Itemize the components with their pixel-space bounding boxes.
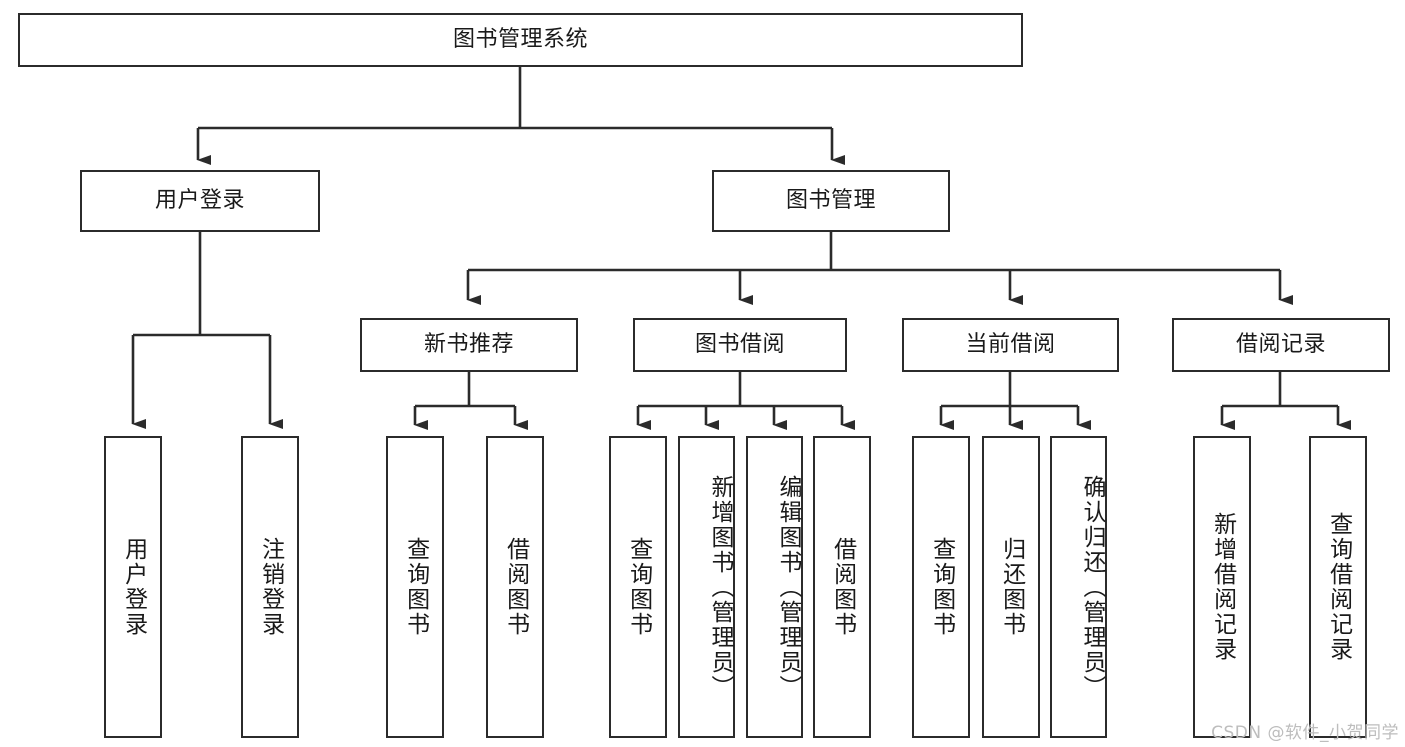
node-borrow-record[interactable]: 借阅记录 bbox=[1172, 318, 1390, 372]
leaf-query-book-1-label: 查询图书 bbox=[402, 537, 429, 637]
node-new-book-recommend-label: 新书推荐 bbox=[423, 332, 514, 358]
node-book-borrow-label: 图书借阅 bbox=[694, 332, 785, 358]
leaf-return-book[interactable]: 归还图书 bbox=[982, 436, 1040, 738]
leaf-add-record-label: 新增借阅记录 bbox=[1209, 512, 1236, 662]
leaf-add-record[interactable]: 新增借阅记录 bbox=[1193, 436, 1251, 738]
leaf-borrow-book-1-label: 借阅图书 bbox=[502, 537, 529, 637]
leaf-add-book[interactable]: 新增图书（管理员） bbox=[678, 436, 735, 738]
leaf-query-book-3-label: 查询图书 bbox=[928, 537, 955, 637]
node-user-login-label: 用户登录 bbox=[154, 188, 245, 214]
leaf-logout[interactable]: 注销登录 bbox=[241, 436, 299, 738]
leaf-logout-label: 注销登录 bbox=[257, 537, 284, 637]
leaf-borrow-book-2-label: 借阅图书 bbox=[829, 537, 856, 637]
leaf-query-record-label: 查询借阅记录 bbox=[1325, 512, 1352, 662]
csdn-watermark: CSDN @软件_小贺同学 bbox=[1211, 723, 1399, 743]
leaf-return-book-label: 归还图书 bbox=[998, 537, 1025, 637]
leaf-borrow-book-2[interactable]: 借阅图书 bbox=[813, 436, 871, 738]
leaf-confirm-return-label: 确认归还（管理员） bbox=[1079, 474, 1105, 700]
leaf-query-book-3[interactable]: 查询图书 bbox=[912, 436, 970, 738]
leaf-query-book-1[interactable]: 查询图书 bbox=[386, 436, 444, 738]
leaf-edit-book[interactable]: 编辑图书（管理员） bbox=[746, 436, 803, 738]
leaf-edit-book-label: 编辑图书（管理员） bbox=[775, 474, 801, 700]
leaf-user-login[interactable]: 用户登录 bbox=[104, 436, 162, 738]
leaf-add-book-label: 新增图书（管理员） bbox=[707, 474, 733, 700]
node-new-book-recommend[interactable]: 新书推荐 bbox=[360, 318, 578, 372]
node-current-borrow[interactable]: 当前借阅 bbox=[902, 318, 1119, 372]
leaf-user-login-label: 用户登录 bbox=[120, 537, 147, 637]
node-current-borrow-label: 当前借阅 bbox=[965, 332, 1056, 358]
leaf-confirm-return[interactable]: 确认归还（管理员） bbox=[1050, 436, 1107, 738]
leaf-borrow-book-1[interactable]: 借阅图书 bbox=[486, 436, 544, 738]
node-root-label: 图书管理系统 bbox=[452, 27, 588, 53]
leaf-query-record[interactable]: 查询借阅记录 bbox=[1309, 436, 1367, 738]
leaf-query-book-2-label: 查询图书 bbox=[625, 537, 652, 637]
node-book-manage[interactable]: 图书管理 bbox=[712, 170, 950, 232]
node-root[interactable]: 图书管理系统 bbox=[18, 13, 1023, 67]
node-borrow-record-label: 借阅记录 bbox=[1235, 332, 1326, 358]
leaf-query-book-2[interactable]: 查询图书 bbox=[609, 436, 667, 738]
node-book-manage-label: 图书管理 bbox=[785, 188, 876, 214]
node-book-borrow[interactable]: 图书借阅 bbox=[633, 318, 847, 372]
node-user-login[interactable]: 用户登录 bbox=[80, 170, 320, 232]
